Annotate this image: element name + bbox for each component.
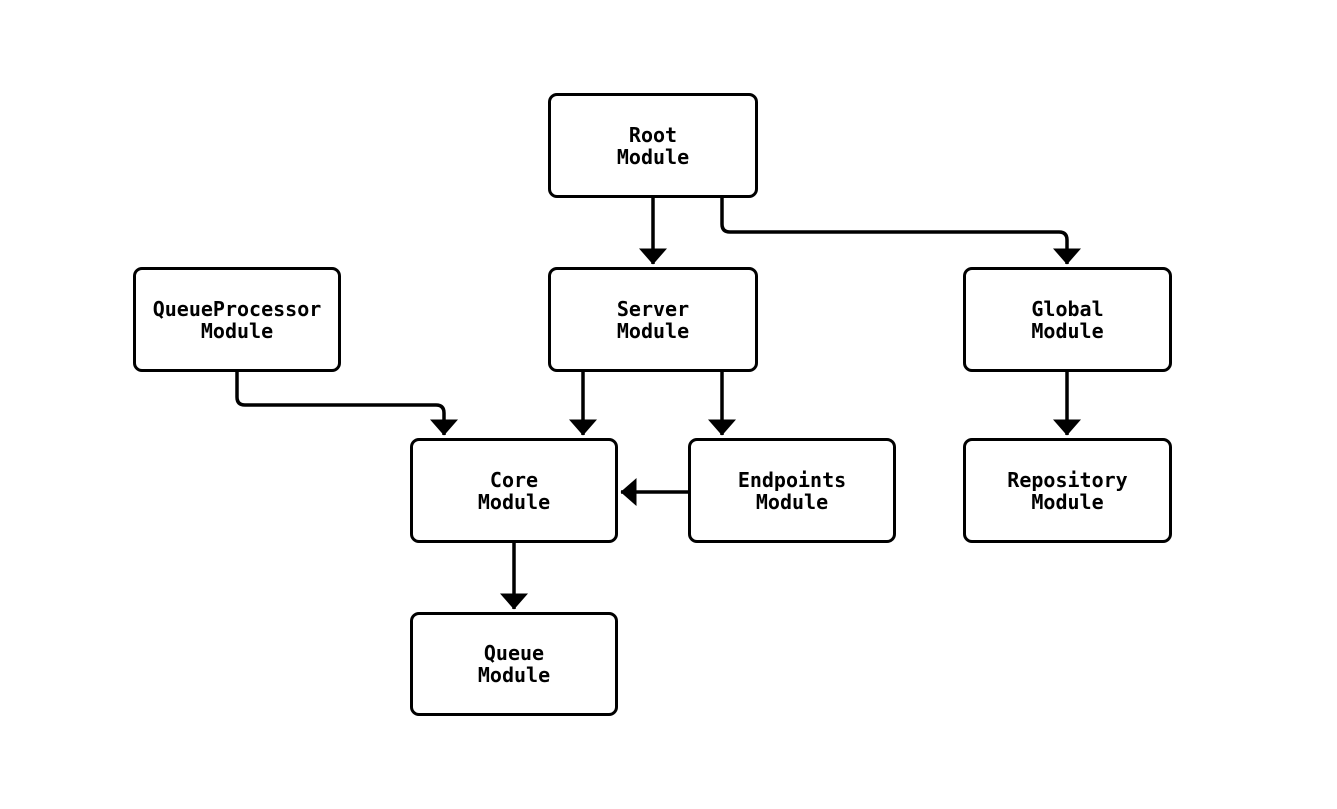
node-endpoints-module: Endpoints Module (688, 438, 896, 543)
edge-queueprocessor-to-core (235, 372, 458, 436)
node-server-module: Server Module (548, 267, 758, 372)
node-queue-module: Queue Module (410, 612, 618, 716)
node-queueprocessor-module: QueueProcessor Module (133, 267, 341, 372)
node-repository-module: Repository Module (963, 438, 1172, 543)
node-root-module: Root Module (548, 93, 758, 198)
node-global-module: Global Module (963, 267, 1172, 372)
edge-root-to-global (720, 198, 1081, 265)
node-core-module: Core Module (410, 438, 618, 543)
